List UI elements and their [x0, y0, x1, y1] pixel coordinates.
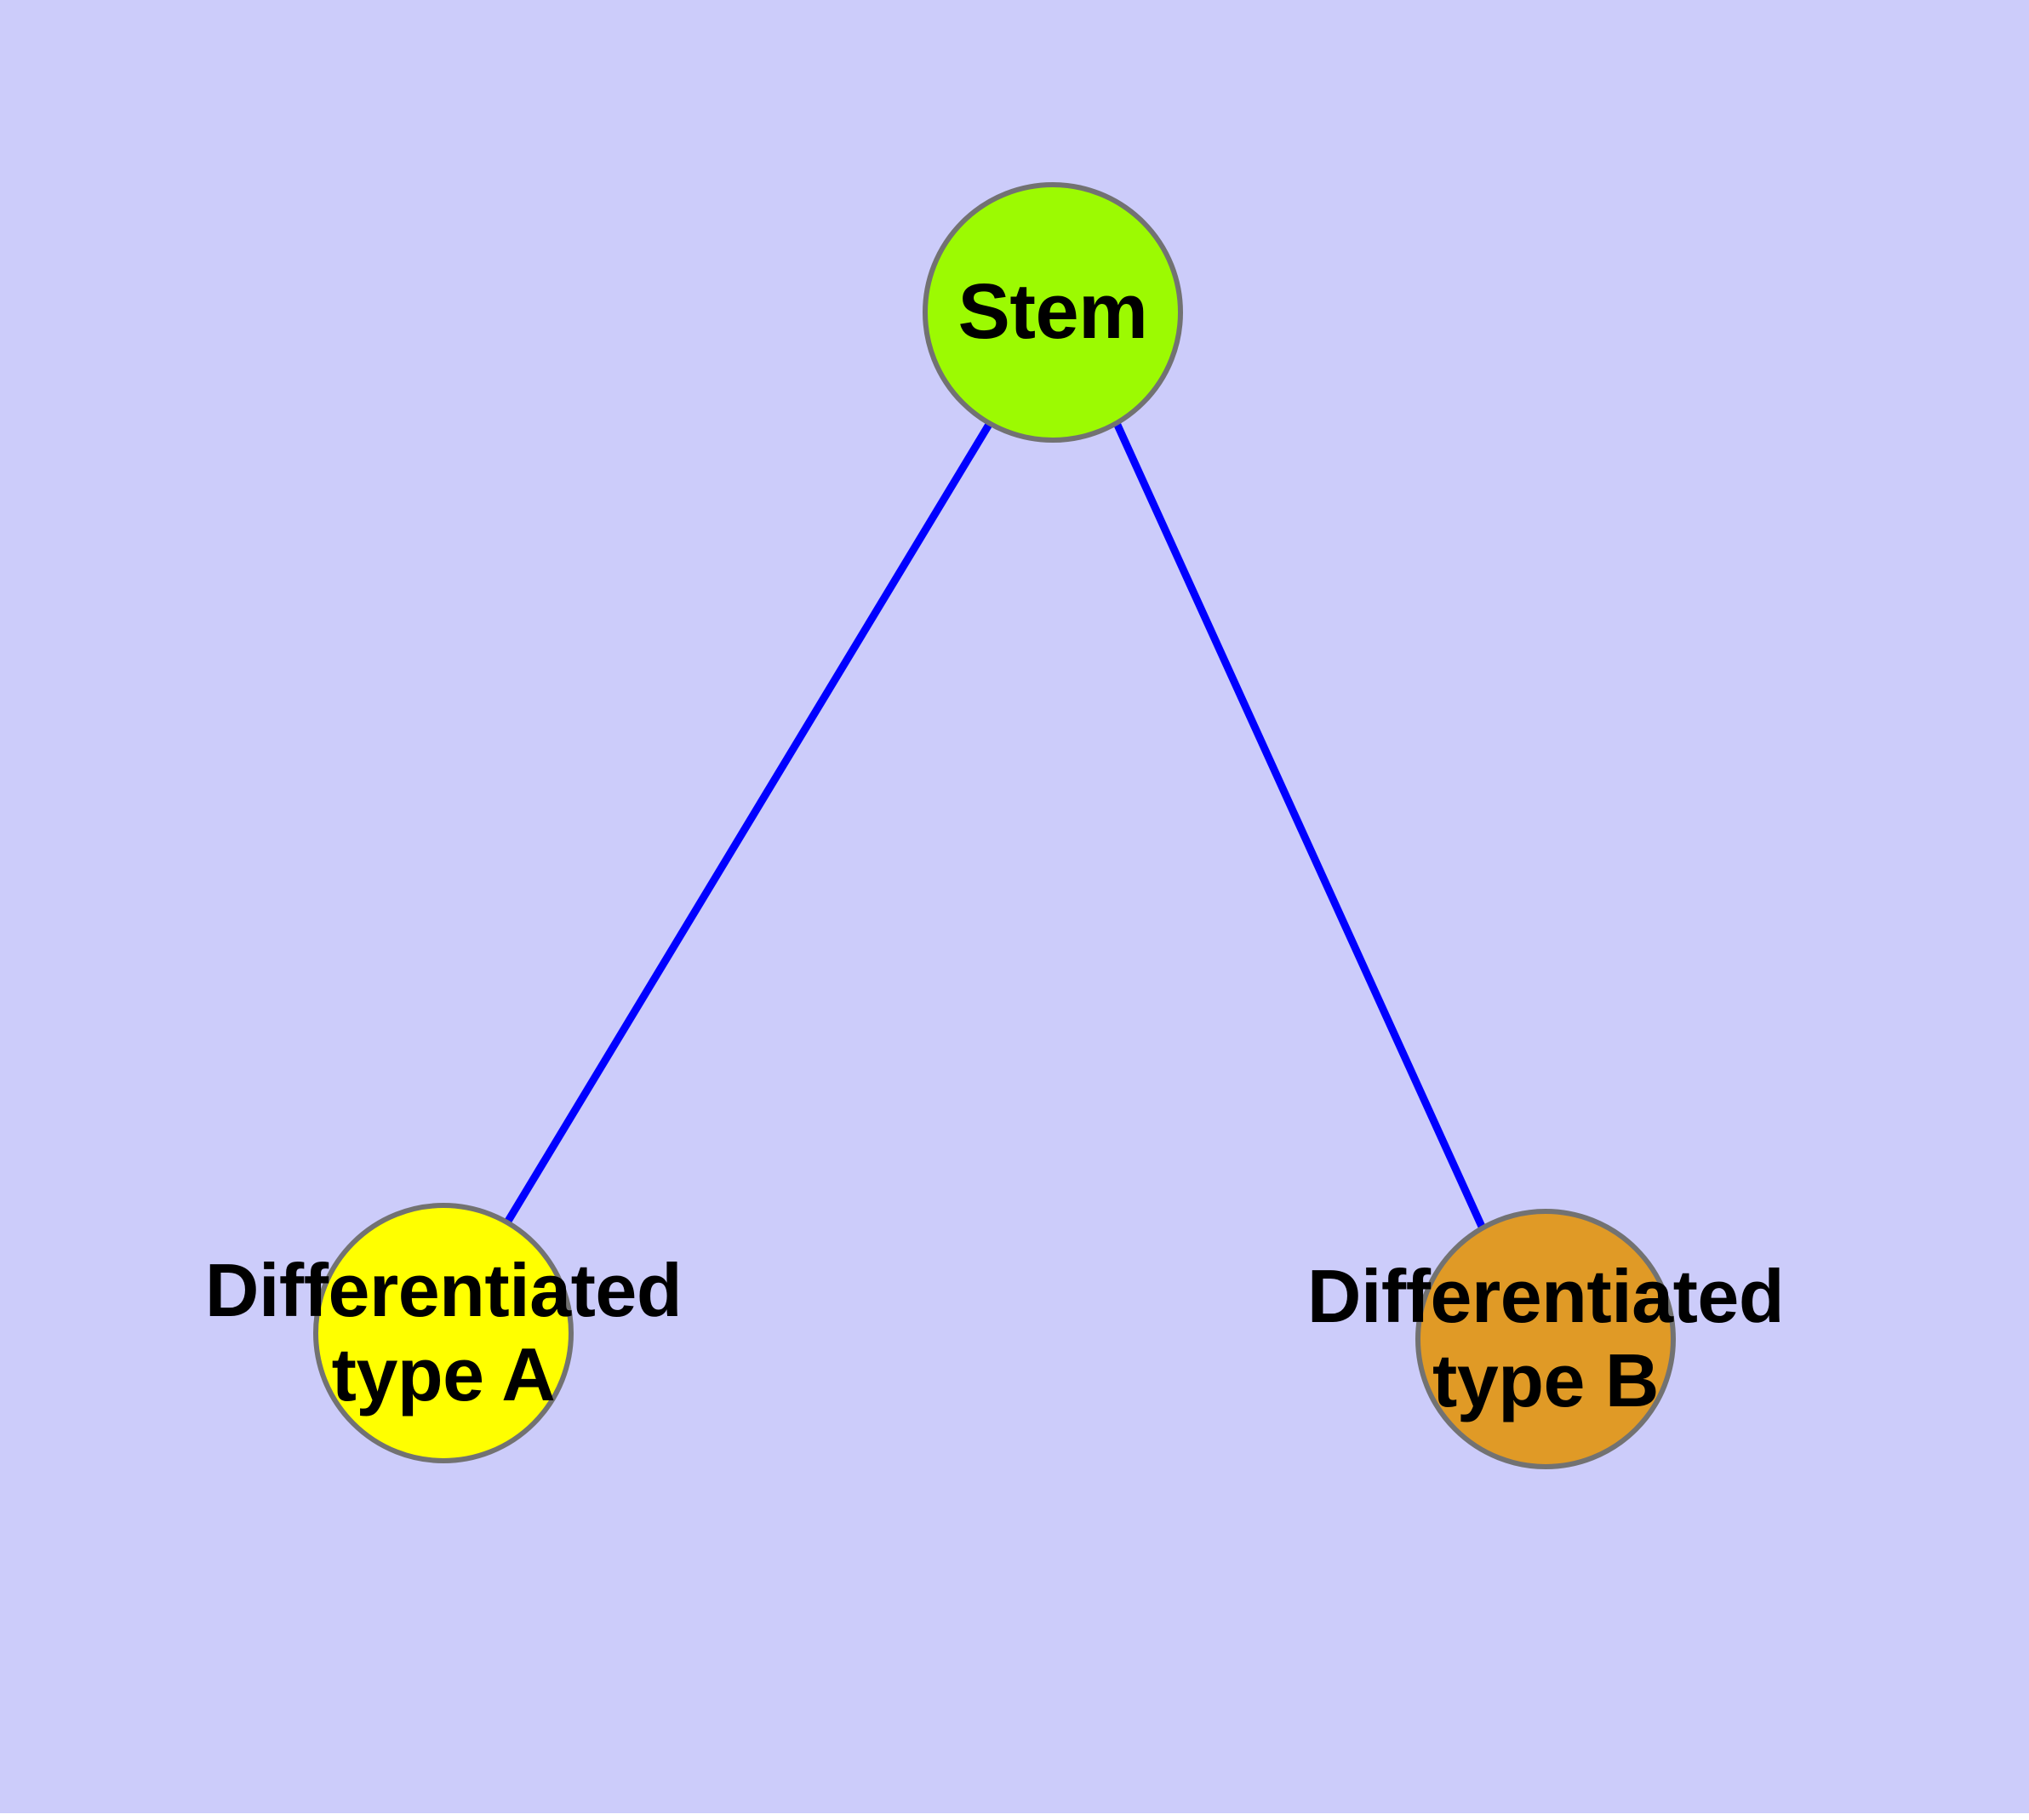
edge-layer — [504, 421, 1487, 1230]
node-layer — [313, 182, 1676, 1469]
node-differentiated-type-a[interactable] — [313, 1203, 574, 1463]
edge-stem-to-differentiated-a[interactable] — [504, 421, 993, 1225]
node-stem[interactable] — [923, 182, 1183, 443]
edge-stem-to-differentiated-b[interactable] — [1112, 421, 1487, 1230]
node-differentiated-type-b[interactable] — [1415, 1209, 1676, 1469]
